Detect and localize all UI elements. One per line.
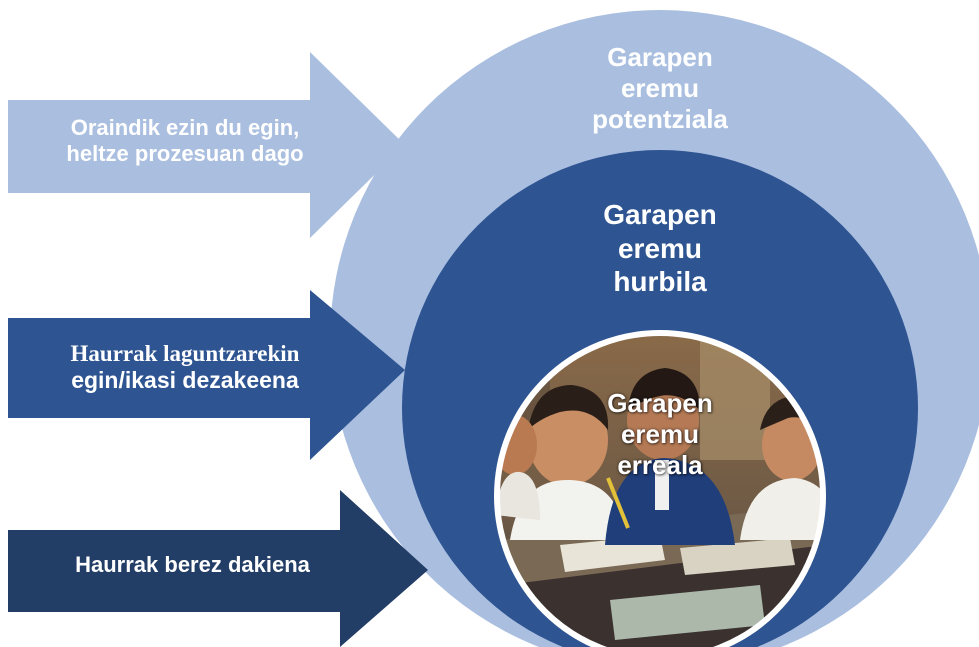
outer-circle-label-line3: potentziala <box>592 104 728 135</box>
inner-circle-border <box>494 330 826 647</box>
arrow-label-proximal-line1: Haurrak laguntzarekin <box>70 341 300 366</box>
middle-circle-label-line3: hurbila <box>613 266 707 298</box>
arrow-light <box>8 52 405 238</box>
outer-circle-label: Garapen eremu potentziala <box>560 42 760 136</box>
arrow-medium <box>8 290 405 460</box>
middle-circle-label: Garapen eremu hurbila <box>555 198 765 299</box>
arrow-label-potential-line2: heltze prozesuan dago <box>66 140 304 166</box>
inner-circle-label: Garapen eremu erreala <box>555 388 765 482</box>
arrow-dark <box>8 490 428 647</box>
arrow-label-proximal-line2: egin/ikasi dezakeena <box>71 367 299 394</box>
middle-circle-label-line2: eremu <box>617 232 703 264</box>
arrow-label-actual: Haurrak berez dakiena <box>20 552 365 578</box>
arrow-label-actual-line1: Haurrak berez dakiena <box>75 552 310 577</box>
inner-circle-label-line3: erreala <box>617 450 703 481</box>
middle-circle-label-line1: Garapen <box>603 199 717 230</box>
arrow-label-proximal: Haurrak laguntzarekin egin/ikasi dezakee… <box>20 340 350 394</box>
arrow-label-potential: Oraindik ezin du egin, heltze prozesuan … <box>20 115 350 167</box>
outer-circle-label-line2: eremu <box>620 73 700 104</box>
arrow-label-potential-line1: Oraindik ezin du egin, <box>70 115 300 140</box>
inner-circle-label-line2: eremu <box>620 419 700 450</box>
outer-circle-label-line1: Garapen <box>607 42 713 72</box>
inner-circle-label-line1: Garapen <box>607 388 713 418</box>
